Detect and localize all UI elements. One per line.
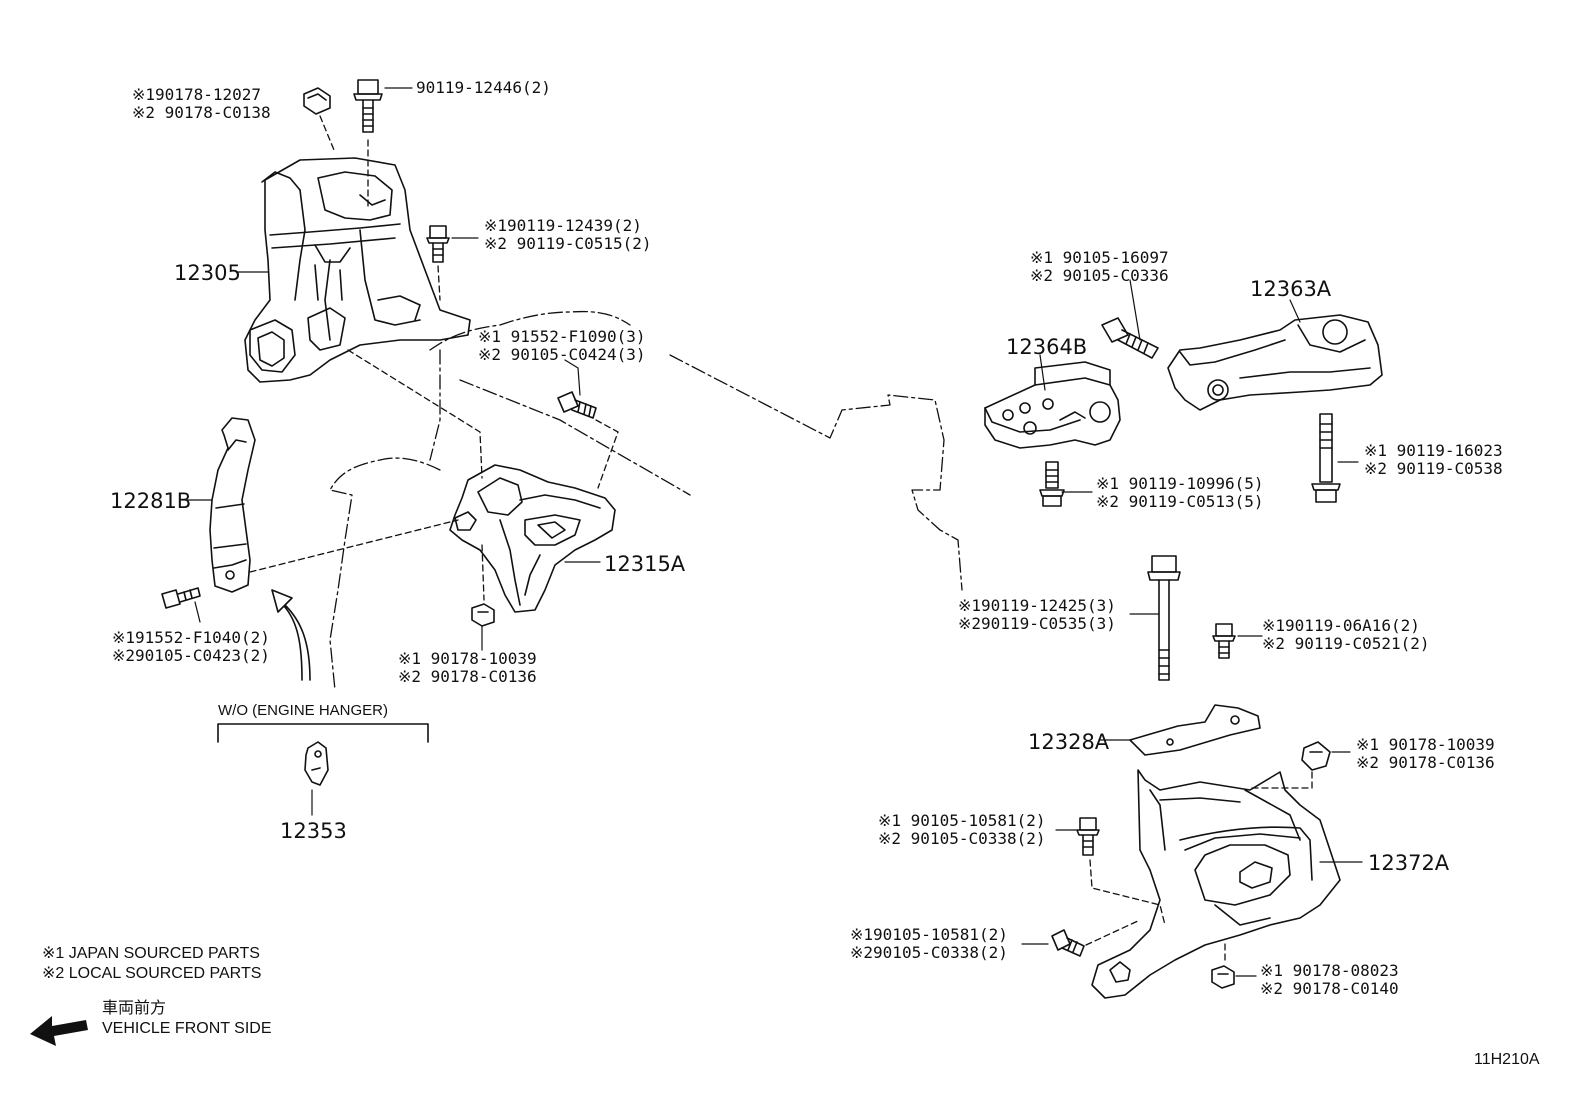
part-number-12328A[interactable]: 12328A — [1028, 730, 1110, 754]
bolt-90119-06A16-drawing — [1212, 623, 1236, 659]
leader-lines — [181, 87, 1363, 977]
engine-outline — [329, 310, 963, 691]
fastener-label-90178-10039-right[interactable]: ※1 90178-10039※2 90178-C0136 — [1356, 736, 1495, 772]
mount-12372A-drawing — [1091, 769, 1341, 999]
hanger-12281B-drawing — [209, 417, 256, 593]
engine-direction-arrow — [271, 589, 311, 681]
fastener-code-japan: ※190119-06A16(2) — [1262, 616, 1420, 635]
fastener-code-local: ※2 90178-C0140 — [1260, 979, 1399, 998]
part-number-12315A[interactable]: 12315A — [604, 552, 686, 576]
engine-hanger-group-label: W/O (ENGINE HANGER) — [218, 702, 389, 719]
rod-12363A-drawing — [1167, 314, 1383, 411]
fastener-code-japan: ※1 90178-10039 — [398, 649, 537, 668]
fastener-code-japan: ※1 90105-16097 — [1030, 248, 1169, 267]
fastener-code-japan: ※1 90119-16023 — [1364, 441, 1503, 460]
part-12353-drawing — [304, 741, 329, 786]
bolt-90119-12439-drawing — [426, 225, 450, 263]
nut-90178-10039-drawing — [471, 603, 495, 627]
fastener-code-local: ※2 90119-C0515(2) — [484, 234, 652, 253]
fastener-label-90178-08023[interactable]: ※1 90178-08023※2 90178-C0140 — [1260, 962, 1399, 998]
nut-90178-12027-drawing — [303, 87, 331, 115]
bolt-90119-12446-drawing — [353, 79, 383, 133]
mount-12364B-drawing — [984, 361, 1121, 449]
fastener-label-90178-10039[interactable]: ※1 90178-10039※2 90178-C0136 — [398, 650, 537, 686]
part-number-12372A[interactable]: 12372A — [1368, 851, 1450, 875]
bolt-91552-F1090-drawing — [557, 391, 597, 419]
fastener-label-90119-12439[interactable]: ※190119-12439(2)※2 90119-C0515(2) — [484, 217, 652, 253]
fastener-label-90105-16097[interactable]: ※1 90105-16097※2 90105-C0336 — [1030, 249, 1169, 285]
bolt-90119-12425-drawing — [1147, 555, 1181, 681]
bracket-12315A-drawing — [449, 464, 616, 613]
fastener-code-japan: ※1 90105-10581(2) — [878, 811, 1046, 830]
fastener-label-91552-F1040[interactable]: ※191552-F1040(2)※290105-C0423(2) — [112, 629, 270, 665]
vehicle-front-arrow-icon — [30, 1016, 88, 1046]
fastener-code-japan: ※1 90178-10039 — [1356, 735, 1495, 754]
fastener-code-local: ※290105-C0423(2) — [112, 646, 270, 665]
fastener-code-local: ※2 90105-C0424(3) — [478, 345, 646, 364]
nut-90178-08023-drawing — [1211, 965, 1235, 989]
part-number-12363A[interactable]: 12363A — [1250, 277, 1332, 301]
fastener-label-90178-12027[interactable]: ※190178-12027※2 90178-C0138 — [132, 86, 271, 122]
fastener-code-japan: ※190105-10581(2) — [850, 925, 1008, 944]
fastener-code-japan: ※1 90119-10996(5) — [1096, 474, 1264, 493]
fastener-code-japan: ※190119-12439(2) — [484, 216, 642, 235]
fastener-code-local: ※2 90178-C0136 — [398, 667, 537, 686]
fastener-label-90119-12425[interactable]: ※190119-12425(3)※290119-C0535(3) — [958, 597, 1116, 633]
bolt-91552-F1040-drawing — [161, 587, 201, 609]
legend-local-sourced: ※2 LOCAL SOURCED PARTS — [42, 965, 262, 982]
fastener-code-local: ※2 90178-C0138 — [132, 103, 271, 122]
fastener-code-local: ※2 90119-C0538 — [1364, 459, 1503, 478]
fastener-label-91552-F1090[interactable]: ※1 91552-F1090(3)※2 90105-C0424(3) — [478, 328, 646, 364]
vehicle-front-label-jp: 車両前方 — [102, 1000, 167, 1017]
fastener-label-90119-16023[interactable]: ※1 90119-16023※2 90119-C0538 — [1364, 442, 1503, 478]
plate-12328A-drawing — [1129, 704, 1261, 756]
fastener-code-local: ※2 90119-C0521(2) — [1262, 634, 1430, 653]
bracket-12305-drawing — [244, 157, 471, 383]
part-number-12281B[interactable]: 12281B — [110, 489, 192, 513]
assembly-dashed-lines — [249, 115, 1313, 961]
fastener-label-90105-10581-lower[interactable]: ※190105-10581(2)※290105-C0338(2) — [850, 926, 1008, 962]
legend-japan-sourced: ※1 JAPAN SOURCED PARTS — [42, 945, 260, 962]
fastener-code-local: ※290119-C0535(3) — [958, 614, 1116, 633]
fastener-code-local: ※2 90105-C0338(2) — [878, 829, 1046, 848]
fastener-code-local: ※2 90119-C0513(5) — [1096, 492, 1264, 511]
fastener-label-90119-10996[interactable]: ※1 90119-10996(5)※2 90119-C0513(5) — [1096, 475, 1264, 511]
fastener-code-japan: ※1 91552-F1090(3) — [478, 327, 646, 346]
bolt-90119-10996-drawing — [1039, 461, 1065, 507]
fastener-label-90119-12446[interactable]: 90119-12446(2) — [416, 79, 551, 97]
bolt-90105-10581-upper-drawing — [1076, 817, 1100, 856]
fastener-code-japan: ※191552-F1040(2) — [112, 628, 270, 647]
bolt-90119-16023-drawing — [1311, 413, 1341, 503]
fastener-code-local: ※290105-C0338(2) — [850, 943, 1008, 962]
bolt-90105-16097-drawing — [1101, 317, 1159, 359]
fastener-code-local: ※2 90105-C0336 — [1030, 266, 1169, 285]
part-number-12353[interactable]: 12353 — [280, 819, 347, 843]
hanger-group-bracket — [217, 723, 429, 743]
fastener-code: 90119-12446(2) — [416, 78, 551, 97]
fastener-code-japan: ※190178-12027 — [132, 85, 261, 104]
bolt-90105-10581-lower-drawing — [1051, 929, 1085, 957]
fastener-label-90119-06A16[interactable]: ※190119-06A16(2)※2 90119-C0521(2) — [1262, 617, 1430, 653]
part-number-12364B[interactable]: 12364B — [1006, 335, 1088, 359]
diagram-code: 11H210A — [1474, 1051, 1540, 1068]
fastener-code-local: ※2 90178-C0136 — [1356, 753, 1495, 772]
fastener-code-japan: ※1 90178-08023 — [1260, 961, 1399, 980]
vehicle-front-label-en: VEHICLE FRONT SIDE — [102, 1020, 272, 1037]
part-number-12305[interactable]: 12305 — [174, 261, 241, 285]
nut-90178-10039-right-drawing — [1301, 741, 1331, 771]
fastener-code-japan: ※190119-12425(3) — [958, 596, 1116, 615]
fastener-label-90105-10581-upper[interactable]: ※1 90105-10581(2)※2 90105-C0338(2) — [878, 812, 1046, 848]
